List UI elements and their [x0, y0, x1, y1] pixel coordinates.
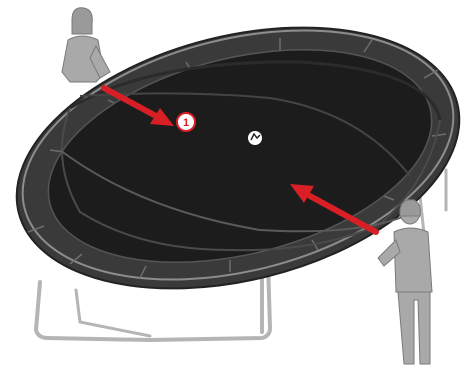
- step-marker-label: 1: [183, 117, 189, 129]
- person-right-legs: [398, 292, 430, 364]
- person-left-hair: [72, 8, 92, 34]
- leg-left-inner: [76, 290, 150, 336]
- person-right-hair: [400, 200, 420, 216]
- step-marker: 1: [177, 113, 195, 131]
- person-left: [62, 8, 110, 82]
- person-right-body: [394, 228, 432, 292]
- mat-center-logo-icon: [248, 131, 262, 145]
